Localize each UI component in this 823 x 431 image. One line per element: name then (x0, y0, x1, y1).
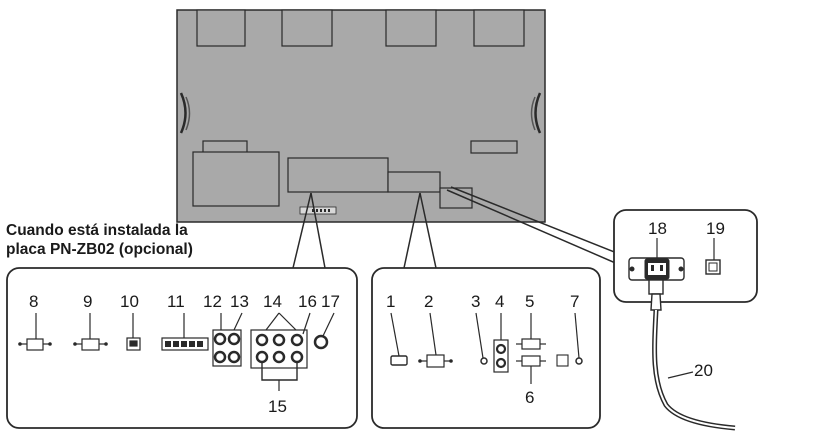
label-18: 18 (648, 219, 667, 238)
label-11: 11 (167, 292, 185, 311)
label-9: 9 (83, 292, 92, 311)
label-3: 3 (471, 292, 480, 311)
label-15: 15 (268, 397, 287, 416)
label-1: 1 (386, 292, 395, 311)
label-16: 16 (298, 292, 317, 311)
main-terminal-panel (371, 267, 601, 429)
label-7: 7 (570, 292, 579, 311)
label-6: 6 (525, 388, 534, 407)
label-20: 20 (694, 361, 713, 380)
connector-8-dvi-icon (18, 338, 52, 351)
label-13: 13 (230, 292, 249, 311)
connector-11-terminal-icon (161, 337, 209, 351)
label-14: 14 (263, 292, 282, 311)
connector-7-jack-icon (575, 357, 583, 365)
connectors-12-13-audio-icon (212, 329, 242, 367)
connector-3-jack-icon (480, 357, 488, 365)
connector-4-audio-icon (493, 339, 509, 373)
optional-board-panel (6, 267, 358, 429)
caption-line-1: Cuando está instalada la (6, 222, 188, 239)
label-4: 4 (495, 292, 504, 311)
caption-line-2: placa PN-ZB02 (opcional) (6, 241, 193, 258)
connector-1-hdmi-icon (390, 355, 408, 366)
label-12: 12 (203, 292, 222, 311)
label-17: 17 (321, 292, 340, 311)
connector-17-jack-icon (313, 334, 329, 350)
label-10: 10 (120, 292, 139, 311)
label-5: 5 (525, 292, 534, 311)
connectors-14-15-16-video-icon (250, 329, 308, 381)
monitor-rear-view (176, 9, 546, 223)
label-2: 2 (424, 292, 433, 311)
label-8: 8 (29, 292, 38, 311)
power-panel (613, 209, 758, 303)
label-19: 19 (706, 219, 725, 238)
connector-10-lan-icon (126, 337, 141, 351)
connector-19-power-switch-icon (705, 259, 721, 275)
power-cord (648, 279, 736, 431)
callout-numbers: 8 9 10 11 12 13 14 16 17 15 1 2 3 4 5 7 … (29, 219, 725, 416)
diagram-caption: Cuando está instalada la placa PN-ZB02 (… (6, 221, 193, 259)
leader-lines (292, 186, 643, 269)
connector-18-ac-inlet-icon (628, 257, 685, 281)
square-port-icon (556, 354, 569, 367)
